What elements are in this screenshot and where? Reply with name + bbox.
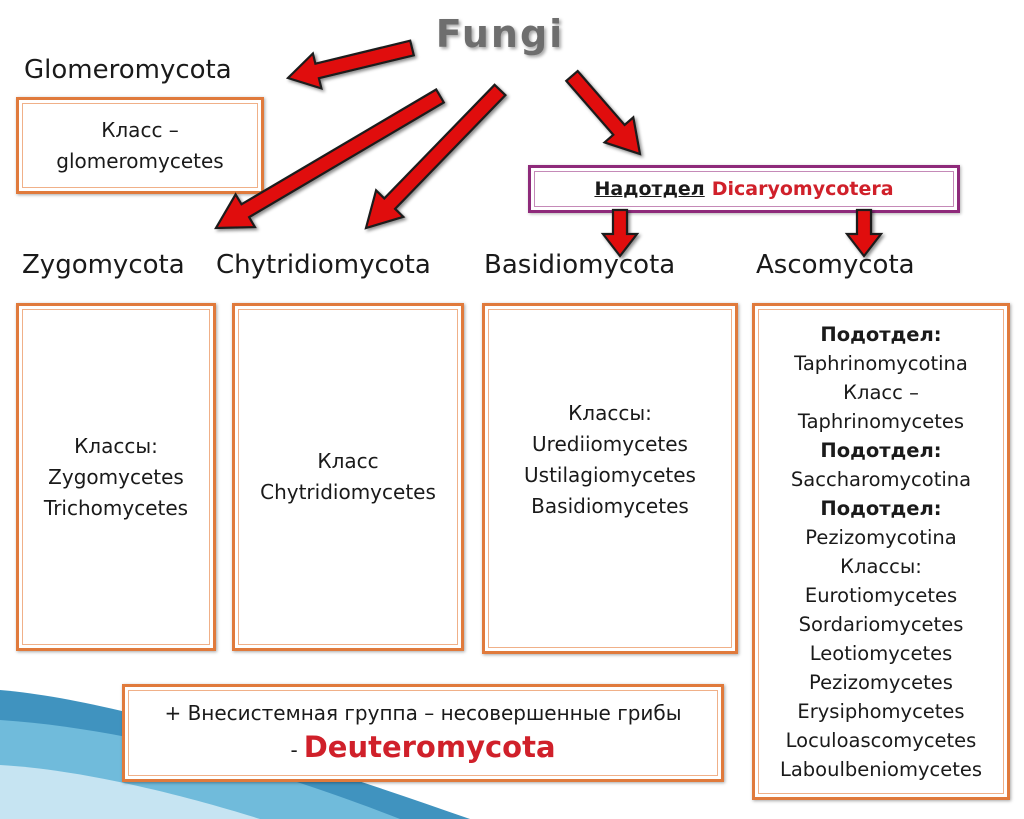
phylum-label-glomeromycota: Glomeromycota: [24, 55, 232, 85]
class-label: Класс –: [843, 380, 919, 404]
deuteromycota-label: Deuteromycota: [303, 729, 556, 764]
class-name: Laboulbeniomycetes: [779, 757, 983, 781]
phylum-label-ascomycota: Ascomycota: [756, 250, 915, 280]
box-line: Ustilagiomycetes: [524, 463, 696, 487]
box-line: Basidiomycetes: [531, 494, 689, 518]
class-name: Eurotiomycetes: [804, 583, 958, 607]
subdivision-name: Pezizomycotina: [805, 525, 957, 549]
subdivision-name: Taphrinomycotina: [794, 351, 968, 375]
subdivision-label: Подотдел:: [820, 322, 942, 346]
class-name: Erysiphomycetes: [797, 699, 965, 723]
subdivision-label: Подотдел:: [820, 438, 942, 462]
box-line: Класс –: [101, 117, 179, 142]
phylum-label-chytridiomycota: Chytridiomycota: [216, 250, 431, 280]
class-name: Sordariomycetes: [798, 612, 964, 636]
class-name: Pezizomycetes: [809, 670, 953, 694]
extra-group-dash: -: [290, 737, 298, 762]
superdivision-name: Dicaryomycotera: [711, 178, 894, 200]
subdivision-label: Подотдел:: [820, 496, 942, 520]
class-name: Loculoascomycetes: [785, 728, 977, 752]
superdivision-box: Надотдел Dicaryomycotera: [528, 165, 960, 213]
diagram-title: Fungi: [435, 12, 565, 56]
basidiomycota-box: Классы: Urediiomycetes Ustilagiomycetes …: [482, 303, 738, 654]
box-line: Класс: [317, 449, 379, 473]
glomeromycota-box: Класс – glomeromycetes: [16, 97, 264, 194]
zygomycota-box: Классы: Zygomycetes Trichomycetes: [16, 303, 216, 651]
superdivision-label: Надотдел: [594, 178, 705, 200]
box-line: Chytridiomycetes: [260, 480, 436, 504]
box-line: Классы:: [74, 433, 158, 458]
deuteromycota-box: + Внесистемная группа – несовершенные гр…: [122, 684, 724, 782]
ascomycota-box: Подотдел: Taphrinomycotina Класс – Taphr…: [752, 303, 1010, 800]
box-line: Классы:: [568, 401, 652, 425]
class-name: Leotiomycetes: [809, 641, 953, 665]
box-line: Urediiomycetes: [532, 432, 688, 456]
box-line: Trichomycetes: [43, 495, 189, 520]
class-name: Taphrinomycetes: [797, 409, 965, 433]
chytridiomycota-box: Класс Chytridiomycetes: [232, 303, 464, 651]
phylum-label-zygomycota: Zygomycota: [22, 250, 185, 280]
classes-label: Классы:: [840, 554, 922, 578]
box-line: glomeromycetes: [56, 148, 224, 173]
extra-group-text: + Внесистемная группа – несовершенные гр…: [164, 700, 682, 725]
phylum-label-basidiomycota: Basidiomycota: [484, 250, 676, 280]
box-line: Zygomycetes: [48, 464, 184, 489]
subdivision-name: Saccharomycotina: [790, 467, 972, 491]
